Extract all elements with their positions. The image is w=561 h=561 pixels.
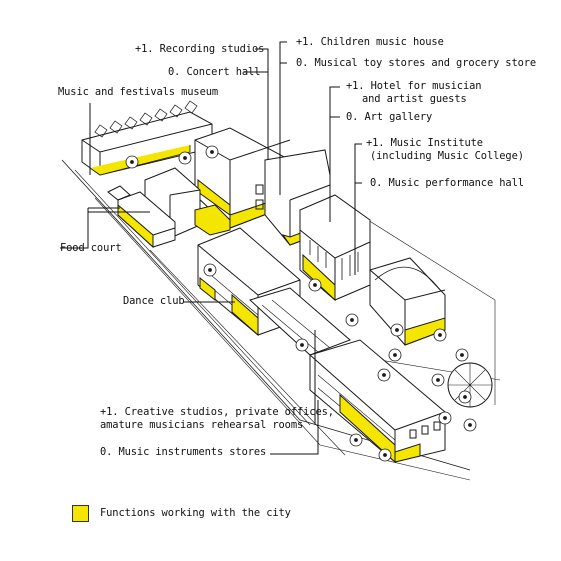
label-concert-hall: 0. Concert hall (168, 66, 261, 78)
label-hotel-line2: and artist guests (362, 93, 467, 105)
label-creative-line1: +1. Creative studios, private offices, (100, 406, 334, 418)
label-art-gallery: 0. Art gallery (346, 111, 433, 123)
label-children-music-house: +1. Children music house (296, 36, 444, 48)
label-performance-hall: 0. Music performance hall (370, 177, 524, 189)
label-instrument-stores: 0. Music instruments stores (100, 446, 267, 458)
label-hotel-line1: +1. Hotel for musician (346, 80, 482, 92)
label-institute-line2: (including Music College) (370, 150, 524, 162)
hotel-art-gallery-building (299, 194, 371, 302)
label-food-court: Food court (60, 242, 122, 254)
label-museum: Music and festivals museum (58, 86, 219, 98)
trees (125, 145, 477, 462)
covered-passage (249, 287, 351, 356)
label-recording-studios: +1. Recording studios (135, 43, 265, 55)
label-dance-club: Dance club (123, 295, 185, 307)
leader-lines (60, 41, 362, 455)
creative-studios-building (309, 339, 446, 464)
label-creative-line2: amature musicians rehearsal rooms (100, 419, 304, 431)
music-institute-building (369, 257, 446, 346)
legend-label: Functions working with the city (100, 507, 291, 519)
legend-swatch (72, 505, 89, 522)
label-institute-line1: +1. Music Institute (366, 137, 483, 149)
label-toy-grocery-stores: 0. Musical toy stores and grocery store (296, 57, 537, 69)
food-court-building (107, 167, 231, 249)
museum-building (81, 100, 213, 176)
